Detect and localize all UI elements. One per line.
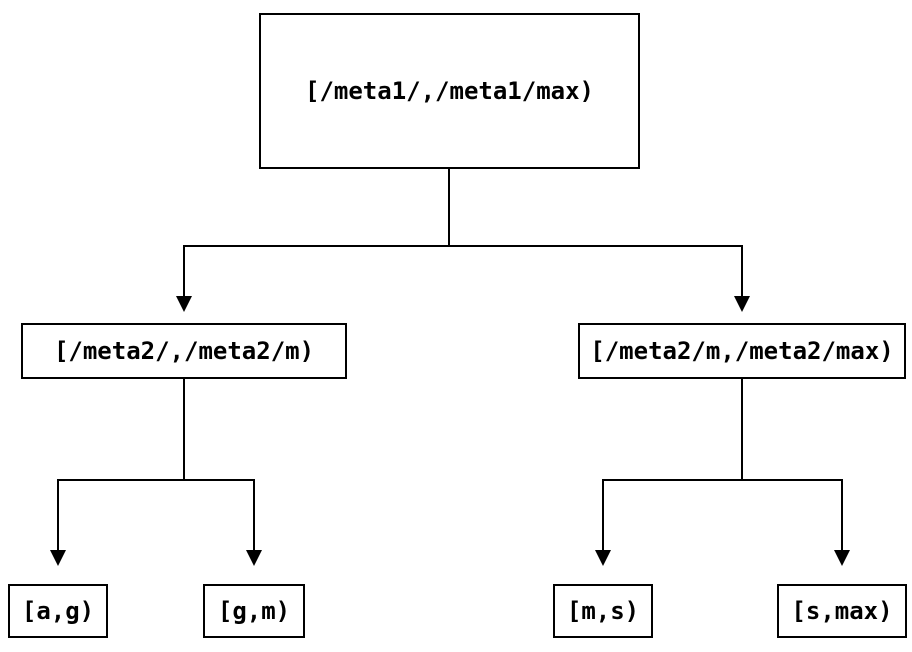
node-label: [/meta2/m,/meta2/max) <box>590 337 894 365</box>
node-left-range: [/meta2/,/meta2/m) <box>21 323 347 379</box>
arrow-down-icon <box>50 550 66 566</box>
node-label: [g,m) <box>217 597 291 625</box>
edge-root-left <box>176 169 450 312</box>
arrow-down-icon <box>834 550 850 566</box>
edge-right-leaf-smax <box>741 379 850 566</box>
edge-left-leaf-gm <box>183 379 262 566</box>
node-leaf-ag: [a,g) <box>8 584 108 638</box>
node-label: [a,g) <box>21 597 95 625</box>
node-leaf-smax: [s,max) <box>777 584 907 638</box>
arrow-down-icon <box>595 550 611 566</box>
node-label: [/meta2/,/meta2/m) <box>53 337 315 365</box>
node-label: [/meta1/,/meta1/max) <box>305 77 594 105</box>
edge-right-leaf-ms <box>595 379 743 566</box>
node-label: [s,max) <box>791 597 893 625</box>
arrow-down-icon <box>734 296 750 312</box>
node-leaf-gm: [g,m) <box>203 584 305 638</box>
arrow-down-icon <box>176 296 192 312</box>
edge-left-leaf-ag <box>50 379 185 566</box>
node-root-range: [/meta1/,/meta1/max) <box>259 13 640 169</box>
arrow-down-icon <box>246 550 262 566</box>
node-leaf-ms: [m,s) <box>553 584 653 638</box>
node-label: [m,s) <box>566 597 640 625</box>
edge-root-right <box>448 169 750 312</box>
node-right-range: [/meta2/m,/meta2/max) <box>578 323 906 379</box>
